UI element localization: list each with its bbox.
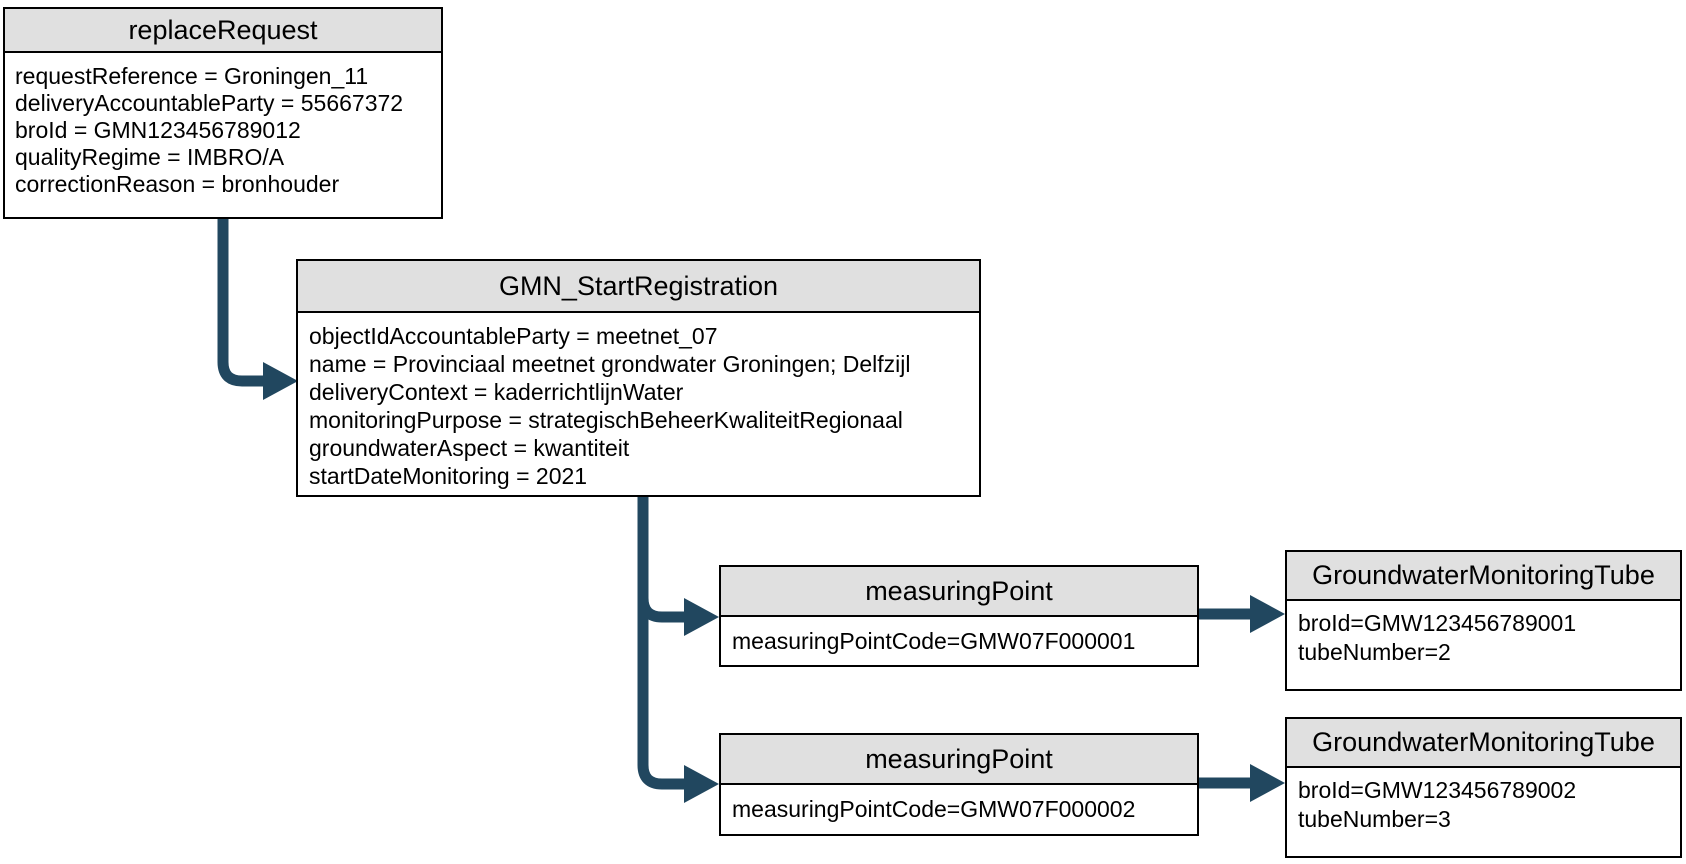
node-measuring-point-1-body: measuringPointCode=GMW07F000001 [721, 617, 1197, 665]
attribute-line: startDateMonitoring = 2021 [309, 463, 588, 489]
arrowhead-icon [1250, 764, 1285, 802]
node-title-text: GroundwaterMonitoringTube [1312, 560, 1655, 590]
arrowhead-icon [684, 765, 719, 803]
attribute-line: groundwaterAspect = kwantiteit [309, 435, 630, 461]
attribute-line: deliveryContext = kaderrichtlijnWater [309, 379, 684, 405]
connector-measuring-point-1-to-tube-1 [1199, 595, 1285, 633]
node-replace-request-title: replaceRequest [5, 9, 441, 53]
node-gmn-start-registration: GMN_StartRegistration objectIdAccountabl… [296, 259, 981, 497]
node-title-text: measuringPoint [865, 575, 1053, 606]
arrowhead-icon [684, 598, 719, 636]
attribute-line: tubeNumber=3 [1298, 806, 1451, 832]
node-replace-request: replaceRequest requestReference = Gronin… [3, 7, 443, 219]
node-measuring-point-1-title: measuringPoint [721, 567, 1197, 617]
connector-line [217, 217, 263, 387]
attribute-line: name = Provinciaal meetnet grondwater Gr… [309, 351, 911, 377]
connector-measuring-point-2-to-tube-2 [1199, 764, 1285, 802]
attribute-line: measuringPointCode=GMW07F000002 [732, 795, 1136, 822]
connector-gmn-to-measuring-point-2 [637, 598, 719, 803]
attribute-line: broId = GMN123456789012 [15, 117, 301, 143]
node-groundwater-monitoring-tube-2-body: broId=GMW123456789002 tubeNumber=3 [1287, 768, 1680, 834]
attribute-line: monitoringPurpose = strategischBeheerKwa… [309, 407, 903, 433]
arrowhead-icon [263, 362, 298, 400]
node-title-text: GroundwaterMonitoringTube [1312, 727, 1655, 757]
node-groundwater-monitoring-tube-1-title: GroundwaterMonitoringTube [1287, 552, 1680, 601]
attribute-line: deliveryAccountableParty = 55667372 [15, 90, 404, 116]
node-gmn-start-registration-title: GMN_StartRegistration [298, 261, 979, 313]
connector-line [637, 495, 684, 623]
node-measuring-point-2-body: measuringPointCode=GMW07F000002 [721, 785, 1197, 833]
attribute-line: qualityRegime = IMBRO/A [15, 144, 285, 170]
attribute-line: broId=GMW123456789002 [1298, 777, 1577, 803]
node-replace-request-body: requestReference = Groningen_11 delivery… [5, 53, 441, 198]
node-title-text: measuringPoint [865, 743, 1053, 774]
connector-gmn-to-measuring-point-1 [637, 495, 719, 636]
node-groundwater-monitoring-tube-2: GroundwaterMonitoringTube broId=GMW12345… [1285, 717, 1682, 858]
attribute-line: measuringPointCode=GMW07F000001 [732, 627, 1136, 654]
node-measuring-point-1: measuringPoint measuringPointCode=GMW07F… [719, 565, 1199, 667]
attribute-line: objectIdAccountableParty = meetnet_07 [309, 323, 718, 349]
node-gmn-start-registration-body: objectIdAccountableParty = meetnet_07 na… [298, 313, 979, 490]
node-measuring-point-2-title: measuringPoint [721, 735, 1197, 785]
arrowhead-icon [1250, 595, 1285, 633]
node-groundwater-monitoring-tube-1: GroundwaterMonitoringTube broId=GMW12345… [1285, 550, 1682, 691]
connector-replace-request-to-gmn [217, 217, 298, 400]
node-groundwater-monitoring-tube-2-title: GroundwaterMonitoringTube [1287, 719, 1680, 768]
node-title-text: replaceRequest [128, 14, 318, 45]
attribute-line: tubeNumber=2 [1298, 639, 1451, 665]
node-groundwater-monitoring-tube-1-body: broId=GMW123456789001 tubeNumber=2 [1287, 601, 1680, 667]
attribute-line: broId=GMW123456789001 [1298, 610, 1577, 636]
attribute-line: correctionReason = bronhouder [15, 171, 340, 197]
attribute-line: requestReference = Groningen_11 [15, 63, 369, 89]
connector-line [637, 598, 684, 790]
node-title-text: GMN_StartRegistration [498, 270, 779, 301]
node-measuring-point-2: measuringPoint measuringPointCode=GMW07F… [719, 733, 1199, 836]
